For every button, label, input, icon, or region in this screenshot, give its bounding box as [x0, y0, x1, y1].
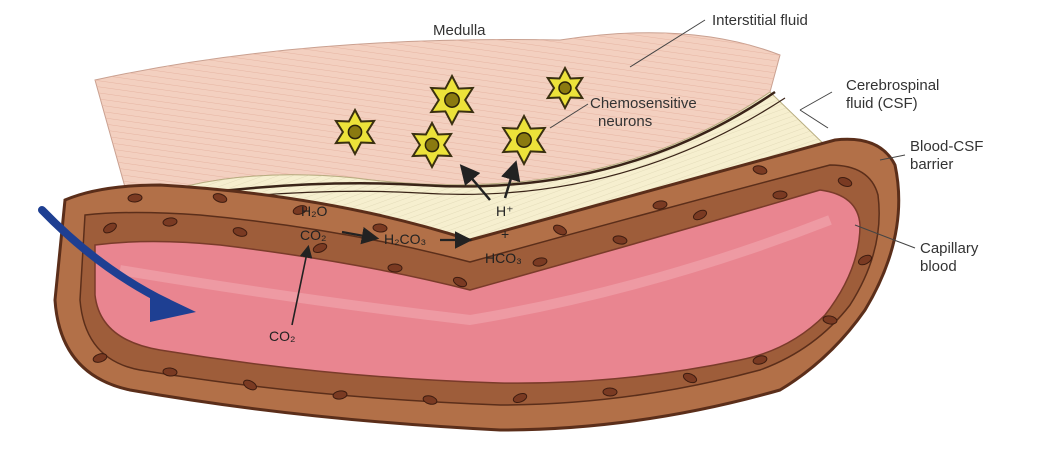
neuron-nucleus: [425, 138, 438, 151]
chem-h-plus: H⁺: [496, 203, 514, 219]
chem-plus: +: [501, 226, 509, 242]
label-chemosensitive-line2: neurons: [598, 113, 652, 130]
chem-h2co3: H₂CO₃: [384, 231, 426, 247]
label-barrier-line1: Blood-CSF: [910, 138, 983, 155]
label-barrier-line2: barrier: [910, 156, 953, 173]
neuron-nucleus: [445, 93, 459, 107]
label-capillary-line1: Capillary: [920, 240, 978, 257]
label-csf-line2: fluid (CSF): [846, 95, 918, 112]
chem-co2-csf: CO₂: [300, 227, 326, 243]
label-medulla: Medulla: [433, 22, 486, 39]
label-capillary-line2: blood: [920, 258, 957, 275]
label-chemosensitive-line1: Chemosensitive: [590, 95, 697, 112]
chem-hco3: HCO₃: [485, 250, 522, 266]
leader-csf: [800, 92, 832, 110]
endothelial-nucleus: [388, 264, 402, 272]
chem-h2o: H₂O: [301, 203, 327, 219]
neuron-nucleus: [517, 133, 531, 147]
endothelial-nucleus: [773, 191, 787, 200]
label-csf-line1: Cerebrospinal: [846, 77, 939, 94]
endothelial-nucleus: [603, 388, 617, 396]
label-interstitial-fluid: Interstitial fluid: [712, 12, 808, 29]
neuron-nucleus: [348, 125, 361, 138]
chem-co2-blood: CO₂: [269, 328, 295, 344]
neuron-nucleus: [559, 82, 571, 94]
